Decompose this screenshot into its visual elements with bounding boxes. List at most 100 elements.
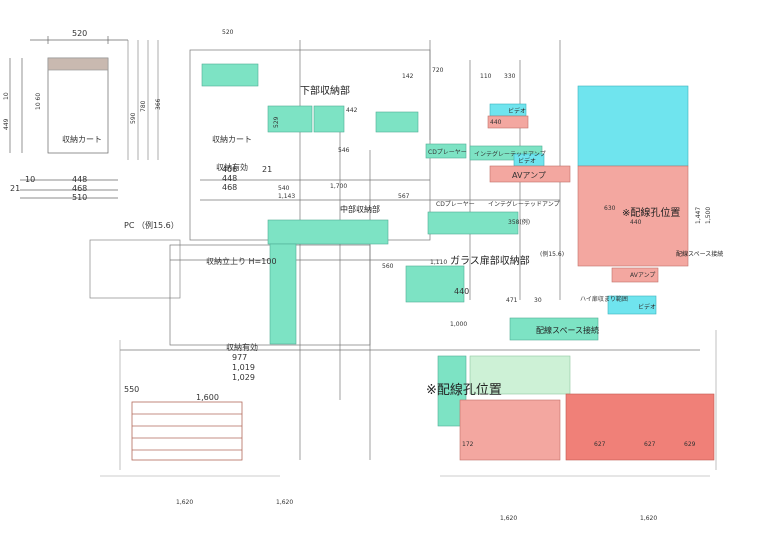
dim-21-bottom: 21 [10,184,20,193]
effective-storage-label-2: 収納有効 [226,342,258,352]
salmon-block-small [487,115,529,129]
wiring-space-right-label: 配線スペース接続 [676,250,723,258]
av-amp-label: AVアンプ [512,171,546,180]
video-label-3: ビデオ [638,303,656,311]
dim-1620-c: 1,620 [500,515,517,522]
storage-cart-label: 収納カート [62,134,102,144]
dim-406: 406 [222,165,237,174]
pc-label: PC （例15.6） [124,220,179,230]
dim-590: 590 [130,112,137,124]
storage-rise-label: 収納立上り H=100 [206,256,277,266]
integrated-amp-label-2: インテグレーテッドアンプ [488,200,560,208]
dim-1110: 1,110 [430,259,447,266]
dim-21-b: 21 [262,165,272,174]
dim-30: 30 [534,297,542,304]
effective-storage-label: 収納有効 [216,162,248,172]
cyan-block-right-lower [607,295,657,315]
teal-storage-blocks [201,63,599,427]
dim-1620-d: 1,620 [640,515,657,522]
wiring-hole-right-label: ※配線孔位置 [622,206,680,219]
dim-358: 358(例) [508,218,530,226]
lower-storage-title: 下部収納部 [300,84,350,97]
storage-block-lower-b [313,105,345,133]
dim-977: 977 [232,353,247,362]
pale-green-panel [469,355,571,395]
dim-440-c: 440 [630,219,642,226]
dim-627-a: 627 [594,441,606,448]
dim-468-b: 468 [222,183,237,192]
dim-440-b: 440 [490,119,502,126]
storage-block-vertical [269,243,297,345]
dim-720: 720 [432,67,444,74]
dim-1447: 1,447 [695,207,702,224]
bottom-left-elevation [131,401,243,461]
dim-1143: 1,143 [278,193,295,200]
salmon-block-right [577,165,689,267]
dim-449: 449 [3,118,10,130]
wiring-space-label: 配線スペース接続 [536,325,599,335]
storage-block-middle [267,219,389,245]
dim-1700: 1,700 [330,183,347,190]
salmon-block-av-amp [489,165,571,183]
cd-player-label: CDプレーヤー [428,149,467,156]
dim-546: 546 [338,147,350,154]
example-156-label: (例15.6) [540,250,564,258]
dim-448-b: 448 [222,174,237,183]
dim-468-bottom: 468 [72,184,87,193]
dim-471: 471 [506,297,518,304]
dim-10-left: 10 [3,92,10,100]
dim-172: 172 [462,441,474,448]
dim-567: 567 [398,193,410,200]
dim-529: 529 [273,116,280,128]
dim-1600: 1,600 [196,393,219,402]
dim-1620-a: 1,620 [176,499,193,506]
storage-block-lower-c [375,111,419,133]
salmon-block-bottom-left [459,399,561,461]
dim-1620-b: 1,620 [276,499,293,506]
dim-520-b: 520 [222,29,234,36]
salmon-blocks [459,115,689,461]
video-label-2: ビデオ [518,157,536,165]
red-block-bottom-right [565,393,715,461]
dim-366: 366 [155,98,162,110]
vertical-dimension-strip [127,40,159,160]
storage-cart-label-2: 収納カート [212,134,252,144]
dim-627-b: 627 [644,441,656,448]
cd-player-label-2: CDプレーヤー [436,201,475,208]
storage-block-lower-a [267,105,313,133]
dim-560: 560 [382,263,394,270]
storage-block-glass-b [427,211,519,235]
glass-door-range-label: ハイ扉収まり範囲 [580,295,628,303]
cyan-block-top-right [577,85,689,167]
dim-629: 629 [684,441,696,448]
dim-448-bottom: 448 [72,175,87,184]
dim-630: 630 [604,205,616,212]
dim-1029: 1,029 [232,373,255,382]
dim-1000: 1,000 [450,321,467,328]
cyan-blocks [489,85,689,315]
video-label: ビデオ [508,107,526,115]
dim-1060: 10 60 [35,93,42,110]
storage-cart-elevation [9,36,128,199]
dim-550: 550 [124,385,139,394]
dim-110: 110 [480,73,492,80]
dim-442: 442 [346,107,358,114]
dim-510-bottom: 510 [72,193,87,202]
glass-storage-title: ガラス扉部収納部 [450,254,530,267]
integrated-amp-label: インテグレーテッドアンプ [474,150,546,158]
dim-10-bottom: 10 [25,175,35,184]
dim-142: 142 [402,73,414,80]
storage-block-glass-a [405,265,465,303]
av-amp-label-2: AVアンプ [630,272,655,279]
dim-1019: 1,019 [232,363,255,372]
storage-block-cd [425,143,467,159]
dim-780: 780 [140,100,147,112]
dim-330: 330 [504,73,516,80]
bottom-right-elevation [100,330,717,477]
dim-440-a: 440 [454,287,469,296]
wiring-hole-center-label: ※配線孔位置 [426,382,502,398]
middle-storage-title: 中部収納部 [340,204,380,214]
dim-540: 540 [278,185,290,192]
storage-block-top-left [201,63,259,87]
